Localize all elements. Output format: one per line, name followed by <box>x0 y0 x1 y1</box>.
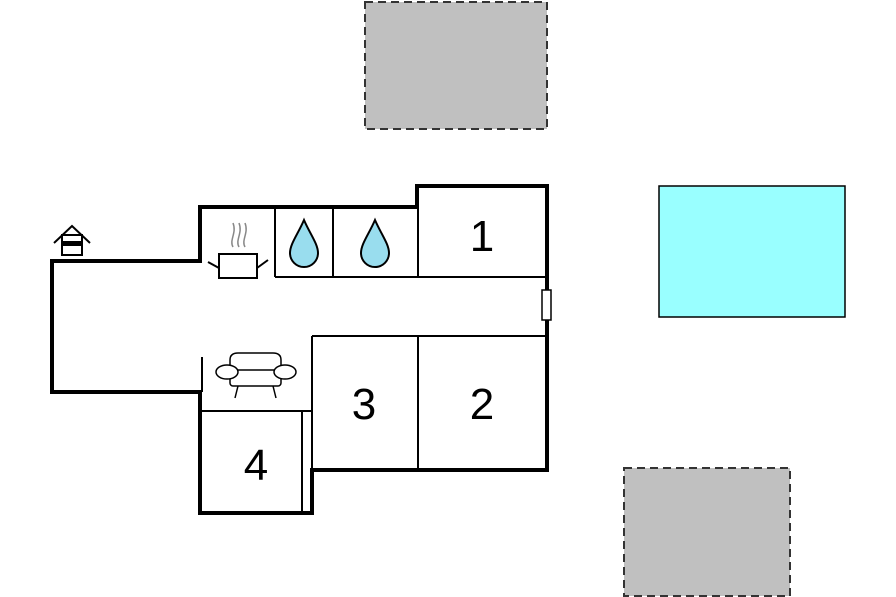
door-icon <box>541 289 552 321</box>
interior-walls <box>201 186 547 513</box>
outbuilding-top <box>364 1 548 130</box>
room-4-label: 4 <box>244 441 268 490</box>
outbuilding-bottom <box>623 467 791 597</box>
entrance-icon <box>53 224 91 256</box>
room-2-label: 2 <box>470 380 494 429</box>
sofa-icon <box>215 352 297 399</box>
room-1-label: 1 <box>470 212 494 261</box>
kitchen-pot-icon <box>207 222 269 279</box>
water-drop-icon <box>359 217 391 268</box>
room-3-label: 3 <box>352 380 376 429</box>
pool <box>658 185 846 318</box>
water-drop-icon <box>288 217 320 268</box>
